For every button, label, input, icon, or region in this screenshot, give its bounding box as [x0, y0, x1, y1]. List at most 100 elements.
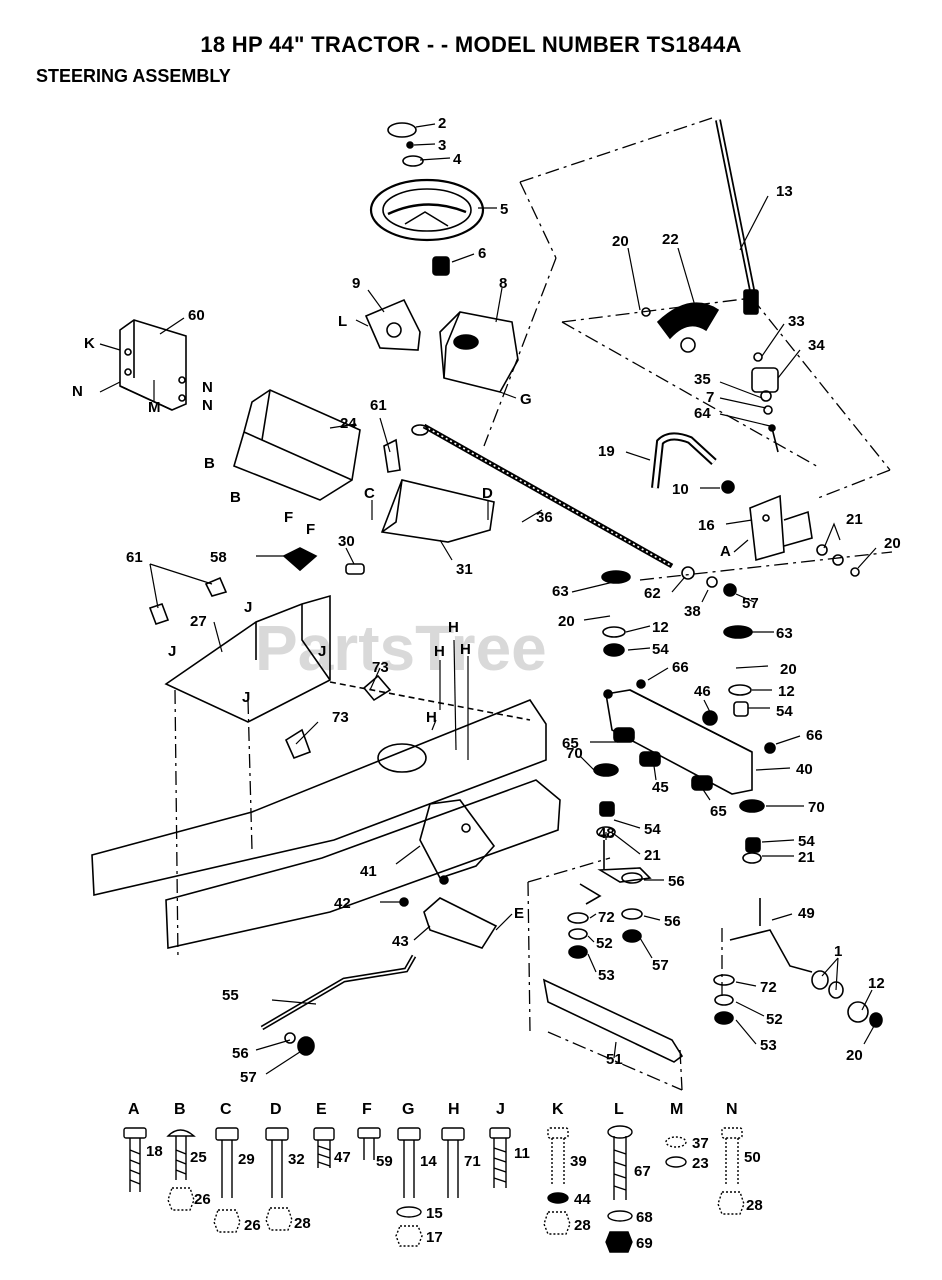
callout-20c: 20 [558, 613, 575, 630]
callout-N2: N [202, 379, 213, 396]
leader-lines [99, 123, 877, 1075]
callout-41: 41 [360, 863, 377, 880]
legend-letter-J: J [496, 1101, 505, 1118]
clip-61a [383, 438, 401, 473]
callout-65b: 65 [710, 803, 727, 820]
callout-22: 22 [662, 231, 679, 248]
legend-letter-F: F [362, 1101, 372, 1118]
legend-B-part-25: 25 [190, 1149, 207, 1166]
callout-F1: F [284, 509, 293, 526]
legend-F-part-59: 59 [376, 1153, 393, 1170]
callout-63b: 63 [776, 625, 793, 642]
callout-6: 6 [478, 245, 486, 262]
wheel-adapter [432, 256, 450, 276]
callout-27: 27 [190, 613, 207, 630]
callout-12c: 12 [868, 975, 885, 992]
callout-20b: 20 [884, 535, 901, 552]
legend-G-part-14: 14 [420, 1153, 437, 1170]
callout-53b: 53 [760, 1037, 777, 1054]
bracket-43 [423, 897, 498, 949]
section-title: STEERING ASSEMBLY [36, 66, 231, 86]
callout-45: 45 [652, 779, 669, 796]
legend-N-part-50: 50 [744, 1149, 761, 1166]
callout-49: 49 [798, 905, 815, 922]
callout-E: E [514, 905, 524, 922]
callout-36: 36 [536, 509, 553, 526]
callout-21c: 21 [798, 849, 815, 866]
callout-L: L [338, 313, 347, 330]
bracket-24 [233, 389, 361, 501]
callout-2: 2 [438, 115, 446, 132]
legend-letter-C: C [220, 1101, 232, 1118]
callout-J2: J [168, 643, 176, 660]
legend-letter-K: K [552, 1101, 564, 1118]
callout-43: 43 [392, 933, 409, 950]
callout-73a: 73 [372, 659, 389, 676]
dash-dot-guides [174, 117, 893, 1091]
callout-54a: 54 [652, 641, 669, 658]
legend-letter-H: H [448, 1101, 460, 1118]
part-drawings [91, 117, 893, 1091]
steering-cover [439, 311, 519, 393]
callout-33: 33 [788, 313, 805, 330]
sector-gear [656, 302, 720, 340]
callout-21a: 21 [846, 511, 863, 528]
callout-40: 40 [796, 761, 813, 778]
callout-J1: J [244, 599, 252, 616]
callout-4: 4 [453, 151, 462, 168]
legend-M-part-23: 23 [692, 1155, 709, 1172]
legend-letter-A: A [128, 1101, 140, 1118]
callout-56a: 56 [668, 873, 685, 890]
spindle-49 [729, 898, 813, 973]
steering-cap [387, 122, 417, 138]
callout-10: 10 [672, 481, 689, 498]
callout-H4: H [426, 709, 437, 726]
legend-A-part-18: 18 [146, 1143, 163, 1160]
legend-K-part-44: 44 [574, 1191, 591, 1208]
callout-12b: 12 [778, 683, 795, 700]
callout-66b: 66 [806, 727, 823, 744]
legend-L-part-68: 68 [636, 1209, 653, 1226]
legend-G-part-17: 17 [426, 1229, 443, 1246]
callout-N3: N [202, 397, 213, 414]
callout-72b: 72 [760, 979, 777, 996]
callout-13: 13 [776, 183, 793, 200]
callout-65a: 65 [562, 735, 579, 752]
legend-J-part-11: 11 [514, 1145, 530, 1162]
callout-20e: 20 [846, 1047, 863, 1064]
callout-31: 31 [456, 561, 473, 578]
callout-J4: J [242, 689, 250, 706]
callout-63a: 63 [552, 583, 569, 600]
ball-joint-38 [706, 576, 718, 588]
callout-G: G [520, 391, 532, 408]
legend-letter-G: G [402, 1101, 414, 1118]
cap-63b [723, 625, 753, 639]
nut-3 [406, 141, 414, 149]
callout-51: 51 [606, 1051, 623, 1068]
callout-73b: 73 [332, 709, 349, 726]
spindle-48 [597, 840, 652, 883]
clip-61c [148, 602, 170, 626]
callout-20a: 20 [612, 233, 629, 250]
callout-58: 58 [210, 549, 227, 566]
callout-3: 3 [438, 137, 446, 154]
callout-K: K [84, 335, 95, 352]
bearing-34 [751, 367, 779, 393]
tractor-frame [91, 699, 547, 896]
legend-M-part-37: 37 [692, 1135, 709, 1152]
bracket-60 [119, 319, 187, 411]
callout-19: 19 [598, 443, 615, 460]
legend-letter-N: N [726, 1101, 738, 1118]
rod-55 [260, 954, 417, 1031]
clip-61b [204, 576, 228, 597]
callout-J3: J [318, 643, 326, 660]
spacer-30 [345, 563, 365, 575]
legend-K-part-28: 28 [574, 1217, 591, 1234]
bushing-65b [691, 775, 713, 791]
callout-62: 62 [644, 585, 661, 602]
callout-16: 16 [698, 517, 715, 534]
callout-46: 46 [694, 683, 711, 700]
callout-C: C [364, 485, 375, 502]
callout-52b: 52 [766, 1011, 783, 1028]
page-title: 18 HP 44" TRACTOR - - MODEL NUMBER TS184… [200, 32, 742, 57]
